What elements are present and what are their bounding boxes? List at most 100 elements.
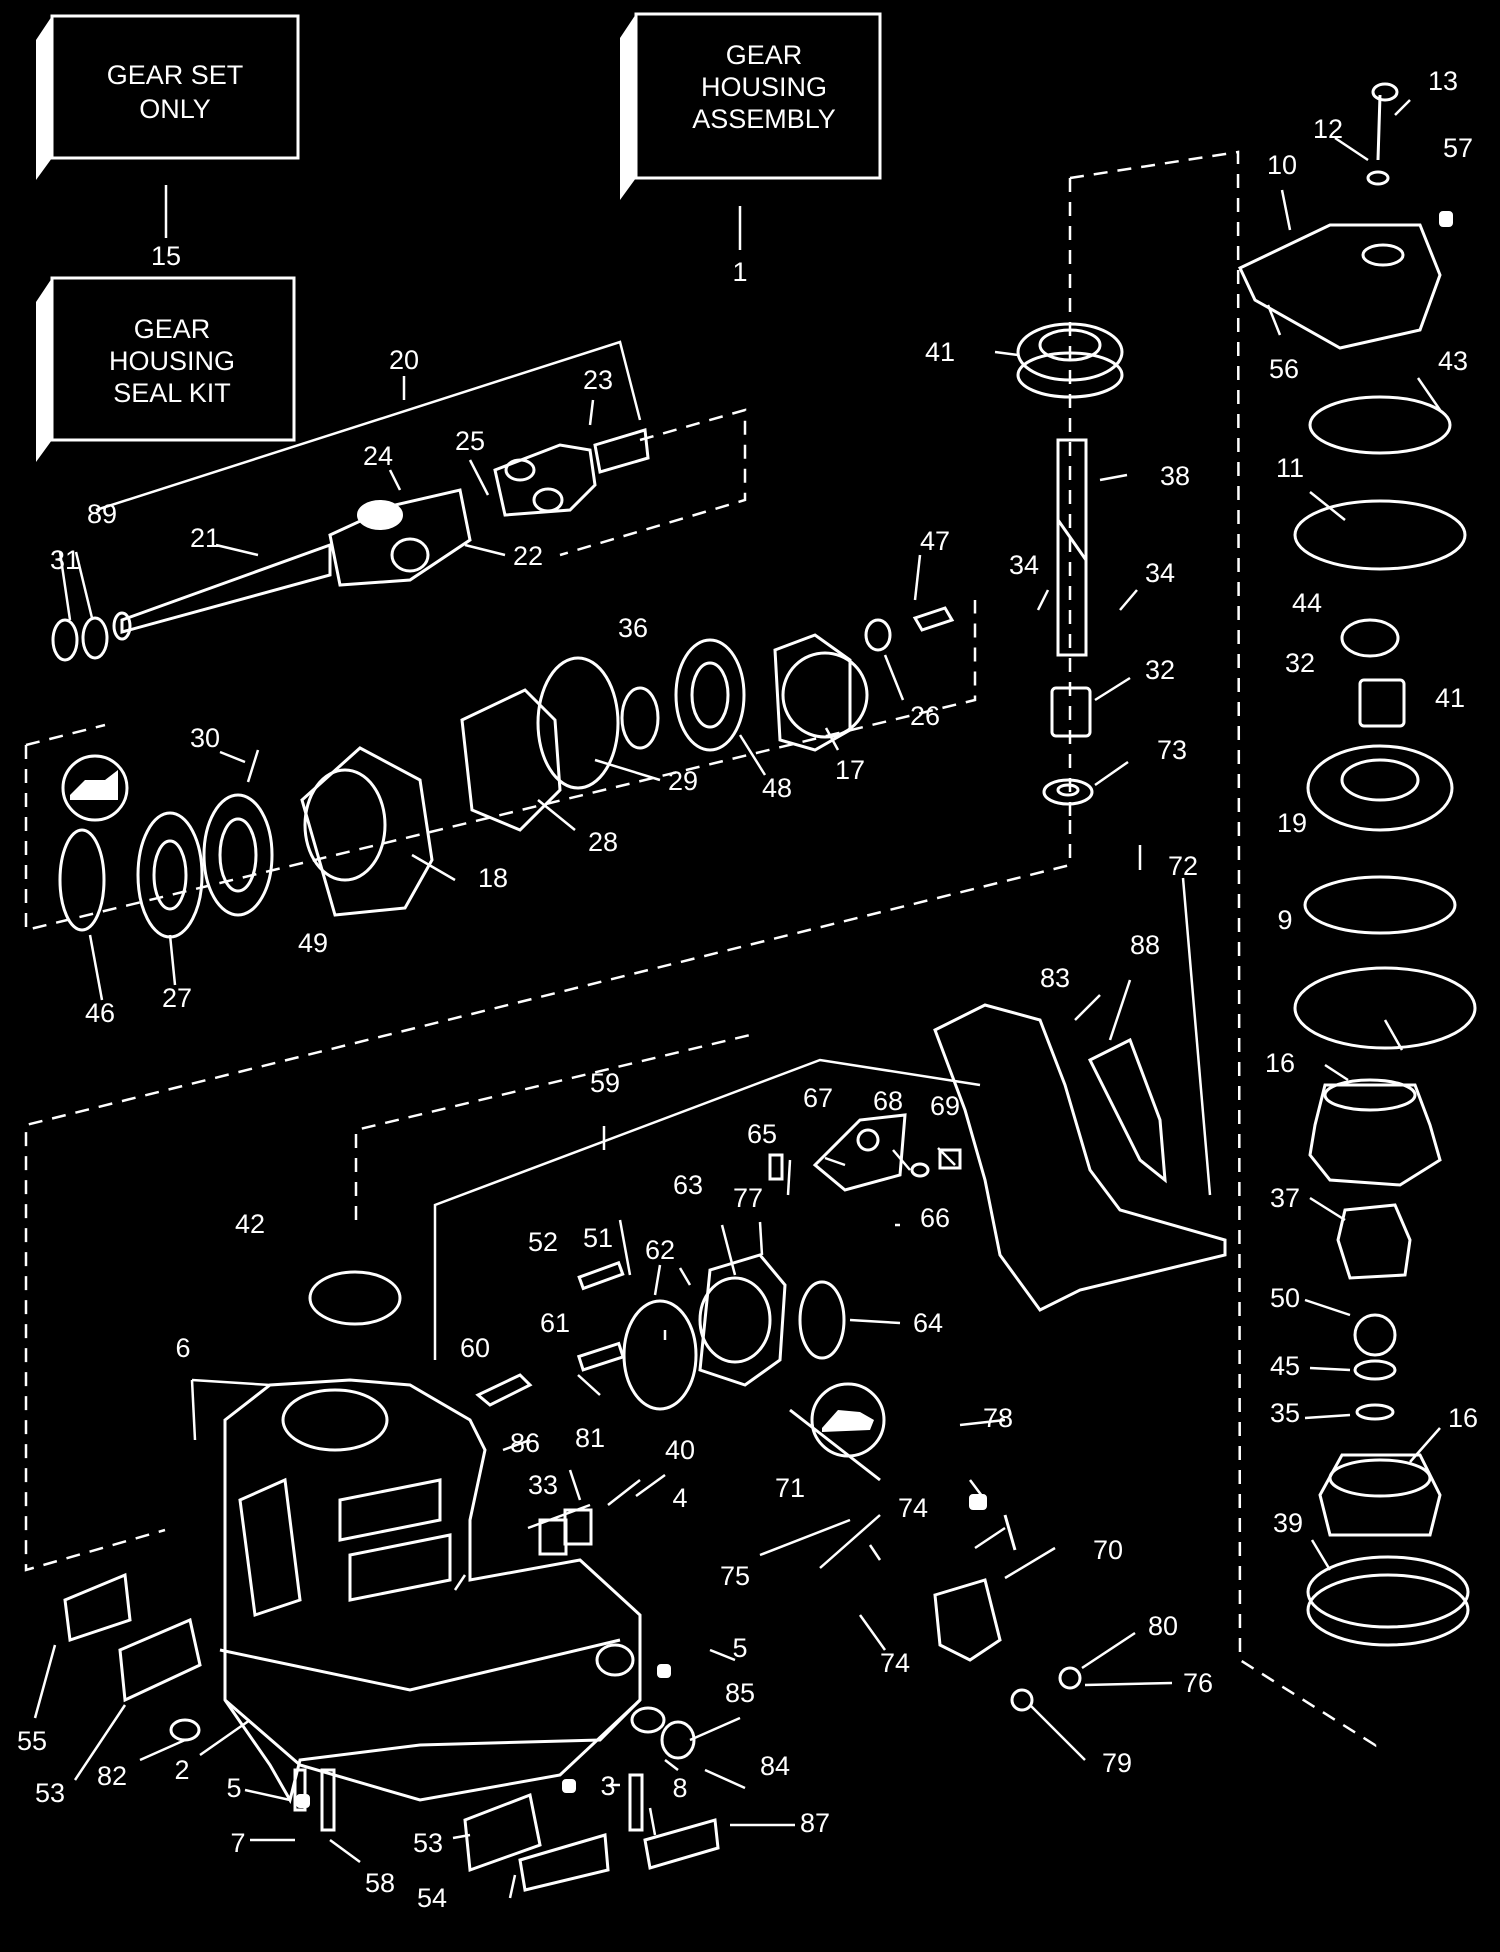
- callout-47: 47: [920, 526, 950, 556]
- callout-24: 24: [363, 441, 393, 471]
- callout-59: 59: [590, 1068, 620, 1098]
- callout-55: 55: [17, 1726, 47, 1756]
- callout-45: 45: [1270, 1351, 1300, 1381]
- callout-26: 26: [910, 701, 940, 731]
- callout-6: 6: [175, 1333, 190, 1363]
- callout-5a: 5: [732, 1633, 747, 1663]
- callout-74a: 74: [898, 1493, 928, 1523]
- callout-72: 72: [1168, 851, 1198, 881]
- driveshaft-assembly: [112, 428, 650, 641]
- callout-62: 62: [645, 1235, 675, 1265]
- callout-84: 84: [760, 1751, 790, 1781]
- callout-13: 13: [1428, 66, 1458, 96]
- callout-15: 15: [151, 241, 181, 271]
- callout-21: 21: [190, 523, 220, 553]
- callout-51: 51: [583, 1223, 613, 1253]
- kit-label-assembly-line2: HOUSING: [701, 72, 827, 102]
- callout-5b: 5: [226, 1773, 241, 1803]
- kit-box-gear-housing-seal-kit: GEAR HOUSING SEAL KIT: [36, 276, 296, 462]
- callout-42: 42: [235, 1209, 265, 1239]
- callout-52: 52: [528, 1227, 558, 1257]
- callout-17: 17: [835, 755, 865, 785]
- callout-43: 43: [1438, 346, 1468, 376]
- callout-10: 10: [1267, 150, 1297, 180]
- callout-numbers: 1 2 3 4 5 5 5 6 7 8 9 10 11 12 13 15 16 …: [17, 66, 1478, 1913]
- callout-12: 12: [1313, 114, 1343, 144]
- callout-65: 65: [747, 1119, 777, 1149]
- callout-89: 89: [87, 499, 117, 529]
- callout-73: 73: [1157, 735, 1187, 765]
- callout-75: 75: [720, 1561, 750, 1591]
- callout-66: 66: [920, 1203, 950, 1233]
- callout-60: 60: [460, 1333, 490, 1363]
- callout-3: 3: [600, 1771, 615, 1801]
- callout-53a: 53: [35, 1778, 65, 1808]
- callout-78: 78: [983, 1403, 1013, 1433]
- callout-33: 33: [528, 1470, 558, 1500]
- callout-1: 1: [732, 257, 747, 287]
- callout-64: 64: [913, 1308, 943, 1338]
- callout-22: 22: [513, 541, 543, 571]
- callout-87: 87: [800, 1808, 830, 1838]
- kit-label-seal-kit-line3: SEAL KIT: [113, 378, 231, 408]
- callout-86: 86: [510, 1428, 540, 1458]
- vertical-shaft-group: [1016, 322, 1124, 806]
- callout-67: 67: [803, 1083, 833, 1113]
- callout-37: 37: [1270, 1183, 1300, 1213]
- callout-2: 2: [174, 1755, 189, 1785]
- callout-63: 63: [673, 1170, 703, 1200]
- callout-29: 29: [668, 766, 698, 796]
- callout-16a: 16: [1265, 1048, 1295, 1078]
- callout-82: 82: [97, 1761, 127, 1791]
- kit-label-assembly-line3: ASSEMBLY: [692, 104, 836, 134]
- callout-31: 31: [50, 545, 80, 575]
- kit-label-gear-set-line1: GEAR SET: [107, 60, 244, 90]
- seal-rings-31: [51, 616, 109, 662]
- callout-81: 81: [575, 1423, 605, 1453]
- callout-11: 11: [1276, 453, 1304, 483]
- callout-69: 69: [930, 1091, 960, 1121]
- callout-19: 19: [1277, 808, 1307, 838]
- callout-35: 35: [1270, 1398, 1300, 1428]
- callout-39: 39: [1273, 1508, 1303, 1538]
- group-lines: [24, 150, 1377, 1748]
- callout-leaders: [33, 99, 1442, 1899]
- callout-70: 70: [1093, 1535, 1123, 1565]
- callout-34b: 34: [1145, 558, 1175, 588]
- callout-8: 8: [672, 1773, 687, 1803]
- callout-25: 25: [455, 426, 485, 456]
- callout-71: 71: [775, 1473, 805, 1503]
- kit-box-gear-housing-assembly: GEAR HOUSING ASSEMBLY: [620, 12, 882, 200]
- kit-box-gear-set-only: GEAR SET ONLY: [36, 14, 300, 180]
- callout-44: 44: [1292, 588, 1322, 618]
- callout-38: 38: [1160, 461, 1190, 491]
- callout-28: 28: [588, 827, 618, 857]
- callout-36: 36: [618, 613, 648, 643]
- callout-49: 49: [298, 928, 328, 958]
- callout-46: 46: [85, 998, 115, 1028]
- callout-18: 18: [478, 863, 508, 893]
- callout-61: 61: [540, 1308, 570, 1338]
- callout-54: 54: [417, 1883, 447, 1913]
- callout-41a: 41: [925, 337, 955, 367]
- kit-label-seal-kit-line2: HOUSING: [109, 346, 235, 376]
- callout-9: 9: [1277, 905, 1292, 935]
- callout-74b: 74: [880, 1648, 910, 1678]
- callout-68: 68: [873, 1086, 903, 1116]
- callout-79: 79: [1102, 1748, 1132, 1778]
- trim-tab-and-plates: [63, 1003, 1227, 1892]
- callout-23: 23: [583, 365, 613, 395]
- decal-icon-clip-2: [810, 1382, 886, 1458]
- callout-57: 57: [1443, 133, 1473, 163]
- callout-27: 27: [162, 983, 192, 1013]
- callout-85: 85: [725, 1678, 755, 1708]
- right-column-parts: [1238, 82, 1477, 1647]
- callout-41b: 41: [1435, 683, 1465, 713]
- callout-4: 4: [672, 1483, 687, 1513]
- callout-34a: 34: [1009, 550, 1039, 580]
- callout-7: 7: [230, 1828, 245, 1858]
- gearcase-housing: [219, 1270, 642, 1804]
- kit-label-gear-set-line2: ONLY: [139, 94, 211, 124]
- callout-77: 77: [733, 1183, 763, 1213]
- callout-76: 76: [1183, 1668, 1213, 1698]
